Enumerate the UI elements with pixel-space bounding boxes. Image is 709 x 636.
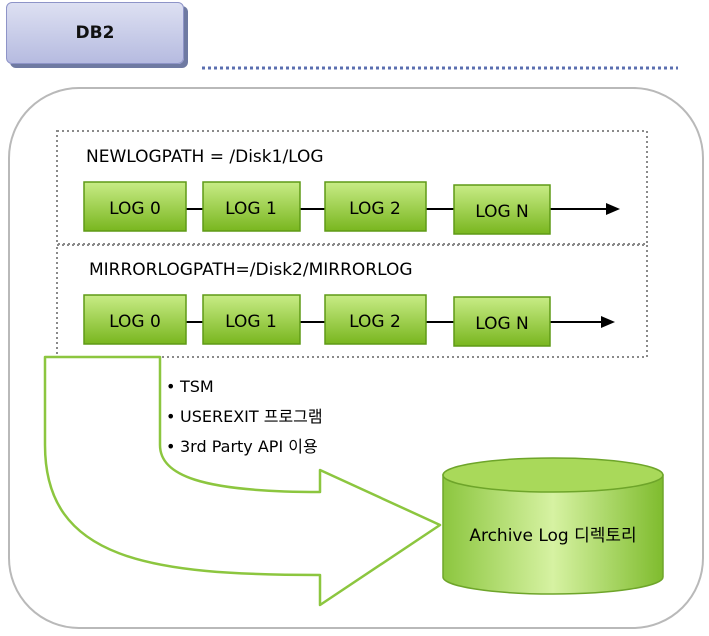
- svg-text:LOG 1: LOG 1: [225, 312, 277, 332]
- mirrorlogpath-dotted-box: [56, 244, 648, 358]
- newlogpath-dotted-box: [56, 130, 648, 245]
- arrowhead-icon: [606, 203, 620, 215]
- newlog-box-2: LOG 2: [324, 181, 427, 232]
- svg-text:LOG N: LOG N: [475, 314, 529, 334]
- svg-text:LOG 1: LOG 1: [225, 199, 277, 219]
- mirrorlogpath-label: MIRRORLOGPATH=/Disk2/MIRRORLOG: [89, 260, 413, 280]
- archive-method-item: USEREXIT 프로그램: [166, 405, 323, 435]
- svg-text:Archive Log 디렉토리: Archive Log 디렉토리: [469, 526, 636, 546]
- mirrorlog-box-n: LOG N: [453, 296, 551, 347]
- archive-cylinder: Archive Log 디렉토리: [442, 457, 664, 595]
- svg-text:LOG 2: LOG 2: [349, 312, 401, 332]
- svg-text:LOG 0: LOG 0: [109, 199, 161, 219]
- mirrorlog-box-1: LOG 1: [202, 294, 301, 345]
- newlog-box-n: LOG N: [453, 184, 551, 235]
- svg-text:LOG 2: LOG 2: [349, 199, 401, 219]
- arrowhead-icon: [601, 316, 615, 328]
- svg-text:LOG N: LOG N: [475, 202, 529, 222]
- mirrorlog-box-2: LOG 2: [324, 294, 427, 345]
- newlog-box-1: LOG 1: [202, 181, 301, 232]
- newlog-box-0: LOG 0: [83, 181, 187, 232]
- svg-text:LOG 0: LOG 0: [109, 312, 161, 332]
- archive-method-item: TSM: [166, 375, 323, 405]
- mirrorlog-box-0: LOG 0: [83, 294, 187, 345]
- db2-tab: DB2: [6, 2, 184, 64]
- newlogpath-label: NEWLOGPATH = /Disk1/LOG: [86, 147, 324, 167]
- archive-method-item: 3rd Party API 이용: [166, 435, 323, 465]
- archive-methods-list: TSM USEREXIT 프로그램 3rd Party API 이용: [166, 375, 323, 465]
- archive-flow-arrow: [43, 355, 442, 607]
- db2-tab-label: DB2: [75, 23, 115, 43]
